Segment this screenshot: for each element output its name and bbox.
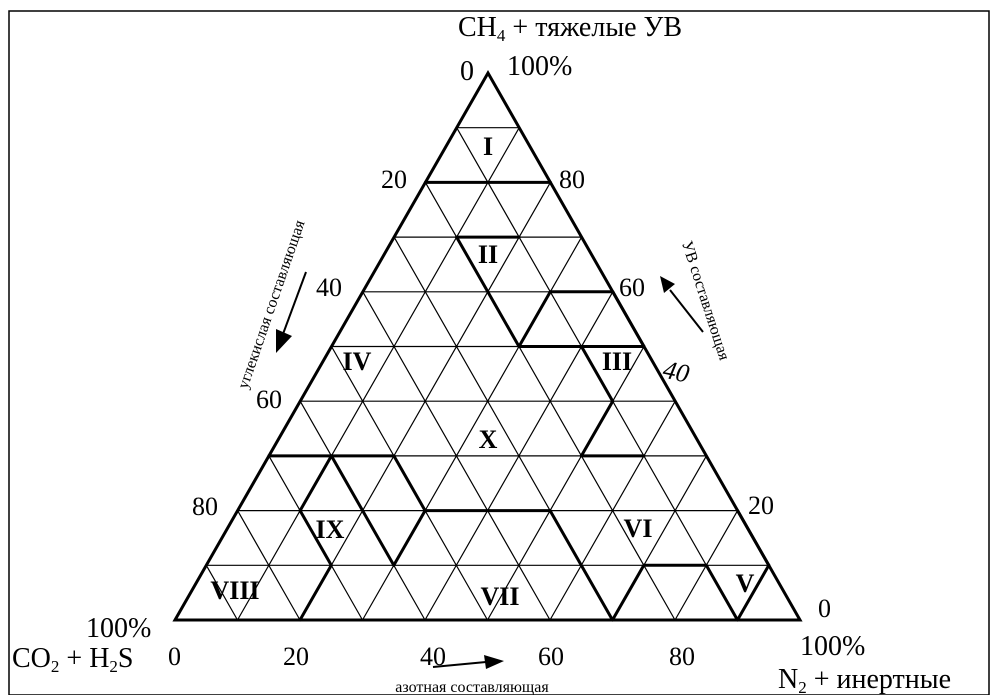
bottom-tick-0: 0 bbox=[168, 642, 181, 671]
zone-label-v: V bbox=[736, 569, 755, 598]
bottom-axis-caption: азотная составляющая bbox=[395, 679, 549, 695]
right-axis-caption: УВ составляющая bbox=[678, 239, 733, 363]
zone-label-iv: IV bbox=[343, 347, 372, 376]
right-corner-label: N2 + инертные bbox=[778, 664, 951, 695]
zone-label-ix: IX bbox=[316, 515, 345, 544]
zone-label-iii: III bbox=[602, 347, 632, 376]
zone-label-ii: II bbox=[478, 240, 498, 269]
grid-line bbox=[237, 510, 301, 621]
bottom-tick-20: 20 bbox=[283, 642, 309, 671]
zone-boundary bbox=[298, 509, 333, 567]
right-tick-60: 60 bbox=[619, 273, 645, 302]
bottom-tick-80: 80 bbox=[669, 642, 695, 671]
zone-boundary bbox=[329, 454, 396, 567]
zone-label-vii: VII bbox=[480, 582, 519, 611]
zone-boundary bbox=[704, 563, 739, 622]
right-tick-0: 0 bbox=[818, 594, 831, 623]
right-tick-80: 80 bbox=[559, 165, 585, 194]
bottom-tick-60: 60 bbox=[538, 642, 564, 671]
zone-label-i: I bbox=[483, 132, 493, 161]
left-percent-label: 100% bbox=[86, 613, 151, 644]
right-tick-40: 40 bbox=[660, 355, 691, 389]
top-percent-label: 100% bbox=[507, 51, 572, 82]
zone-label-viii: VIII bbox=[210, 576, 259, 605]
top-corner-label: CH4 + тяжелые УВ bbox=[458, 12, 682, 45]
zone-boundary bbox=[517, 290, 552, 348]
bottom-axis-arrow bbox=[432, 655, 504, 669]
grid-line bbox=[486, 345, 645, 621]
zone-label-vi: VI bbox=[624, 514, 653, 543]
grid-line bbox=[236, 127, 520, 621]
left-tick-80: 80 bbox=[192, 492, 218, 521]
zone-boundary bbox=[298, 454, 333, 513]
zone-boundaries bbox=[267, 180, 771, 622]
left-axis-caption: углекислая составляющая bbox=[235, 217, 309, 391]
top-zero-label: 0 bbox=[460, 56, 474, 87]
zone-boundary bbox=[580, 345, 615, 403]
right-percent-label: 100% bbox=[800, 631, 865, 662]
zone-boundary bbox=[392, 454, 427, 513]
grid-line bbox=[362, 291, 551, 621]
left-corner-label: CO2 + H2S bbox=[12, 643, 134, 676]
right-axis-arrow bbox=[660, 276, 704, 333]
left-axis-arrow bbox=[276, 271, 307, 353]
zone-boundary bbox=[392, 509, 427, 567]
left-tick-40: 40 bbox=[316, 273, 342, 302]
zone-boundary bbox=[486, 290, 521, 348]
zone-boundary bbox=[579, 399, 615, 458]
zone-boundary bbox=[548, 509, 614, 622]
left-tick-60: 60 bbox=[256, 385, 282, 414]
zone-boundary bbox=[298, 563, 333, 622]
zone-boundary bbox=[736, 563, 771, 622]
left-tick-20: 20 bbox=[381, 165, 407, 194]
zone-boundary bbox=[455, 235, 490, 294]
frame-border bbox=[8, 10, 990, 695]
triangle-outline bbox=[172, 69, 803, 622]
zone-label-x: X bbox=[479, 425, 498, 454]
right-tick-20: 20 bbox=[748, 491, 774, 520]
grid-line bbox=[205, 564, 239, 621]
zone-boundary bbox=[611, 563, 646, 622]
